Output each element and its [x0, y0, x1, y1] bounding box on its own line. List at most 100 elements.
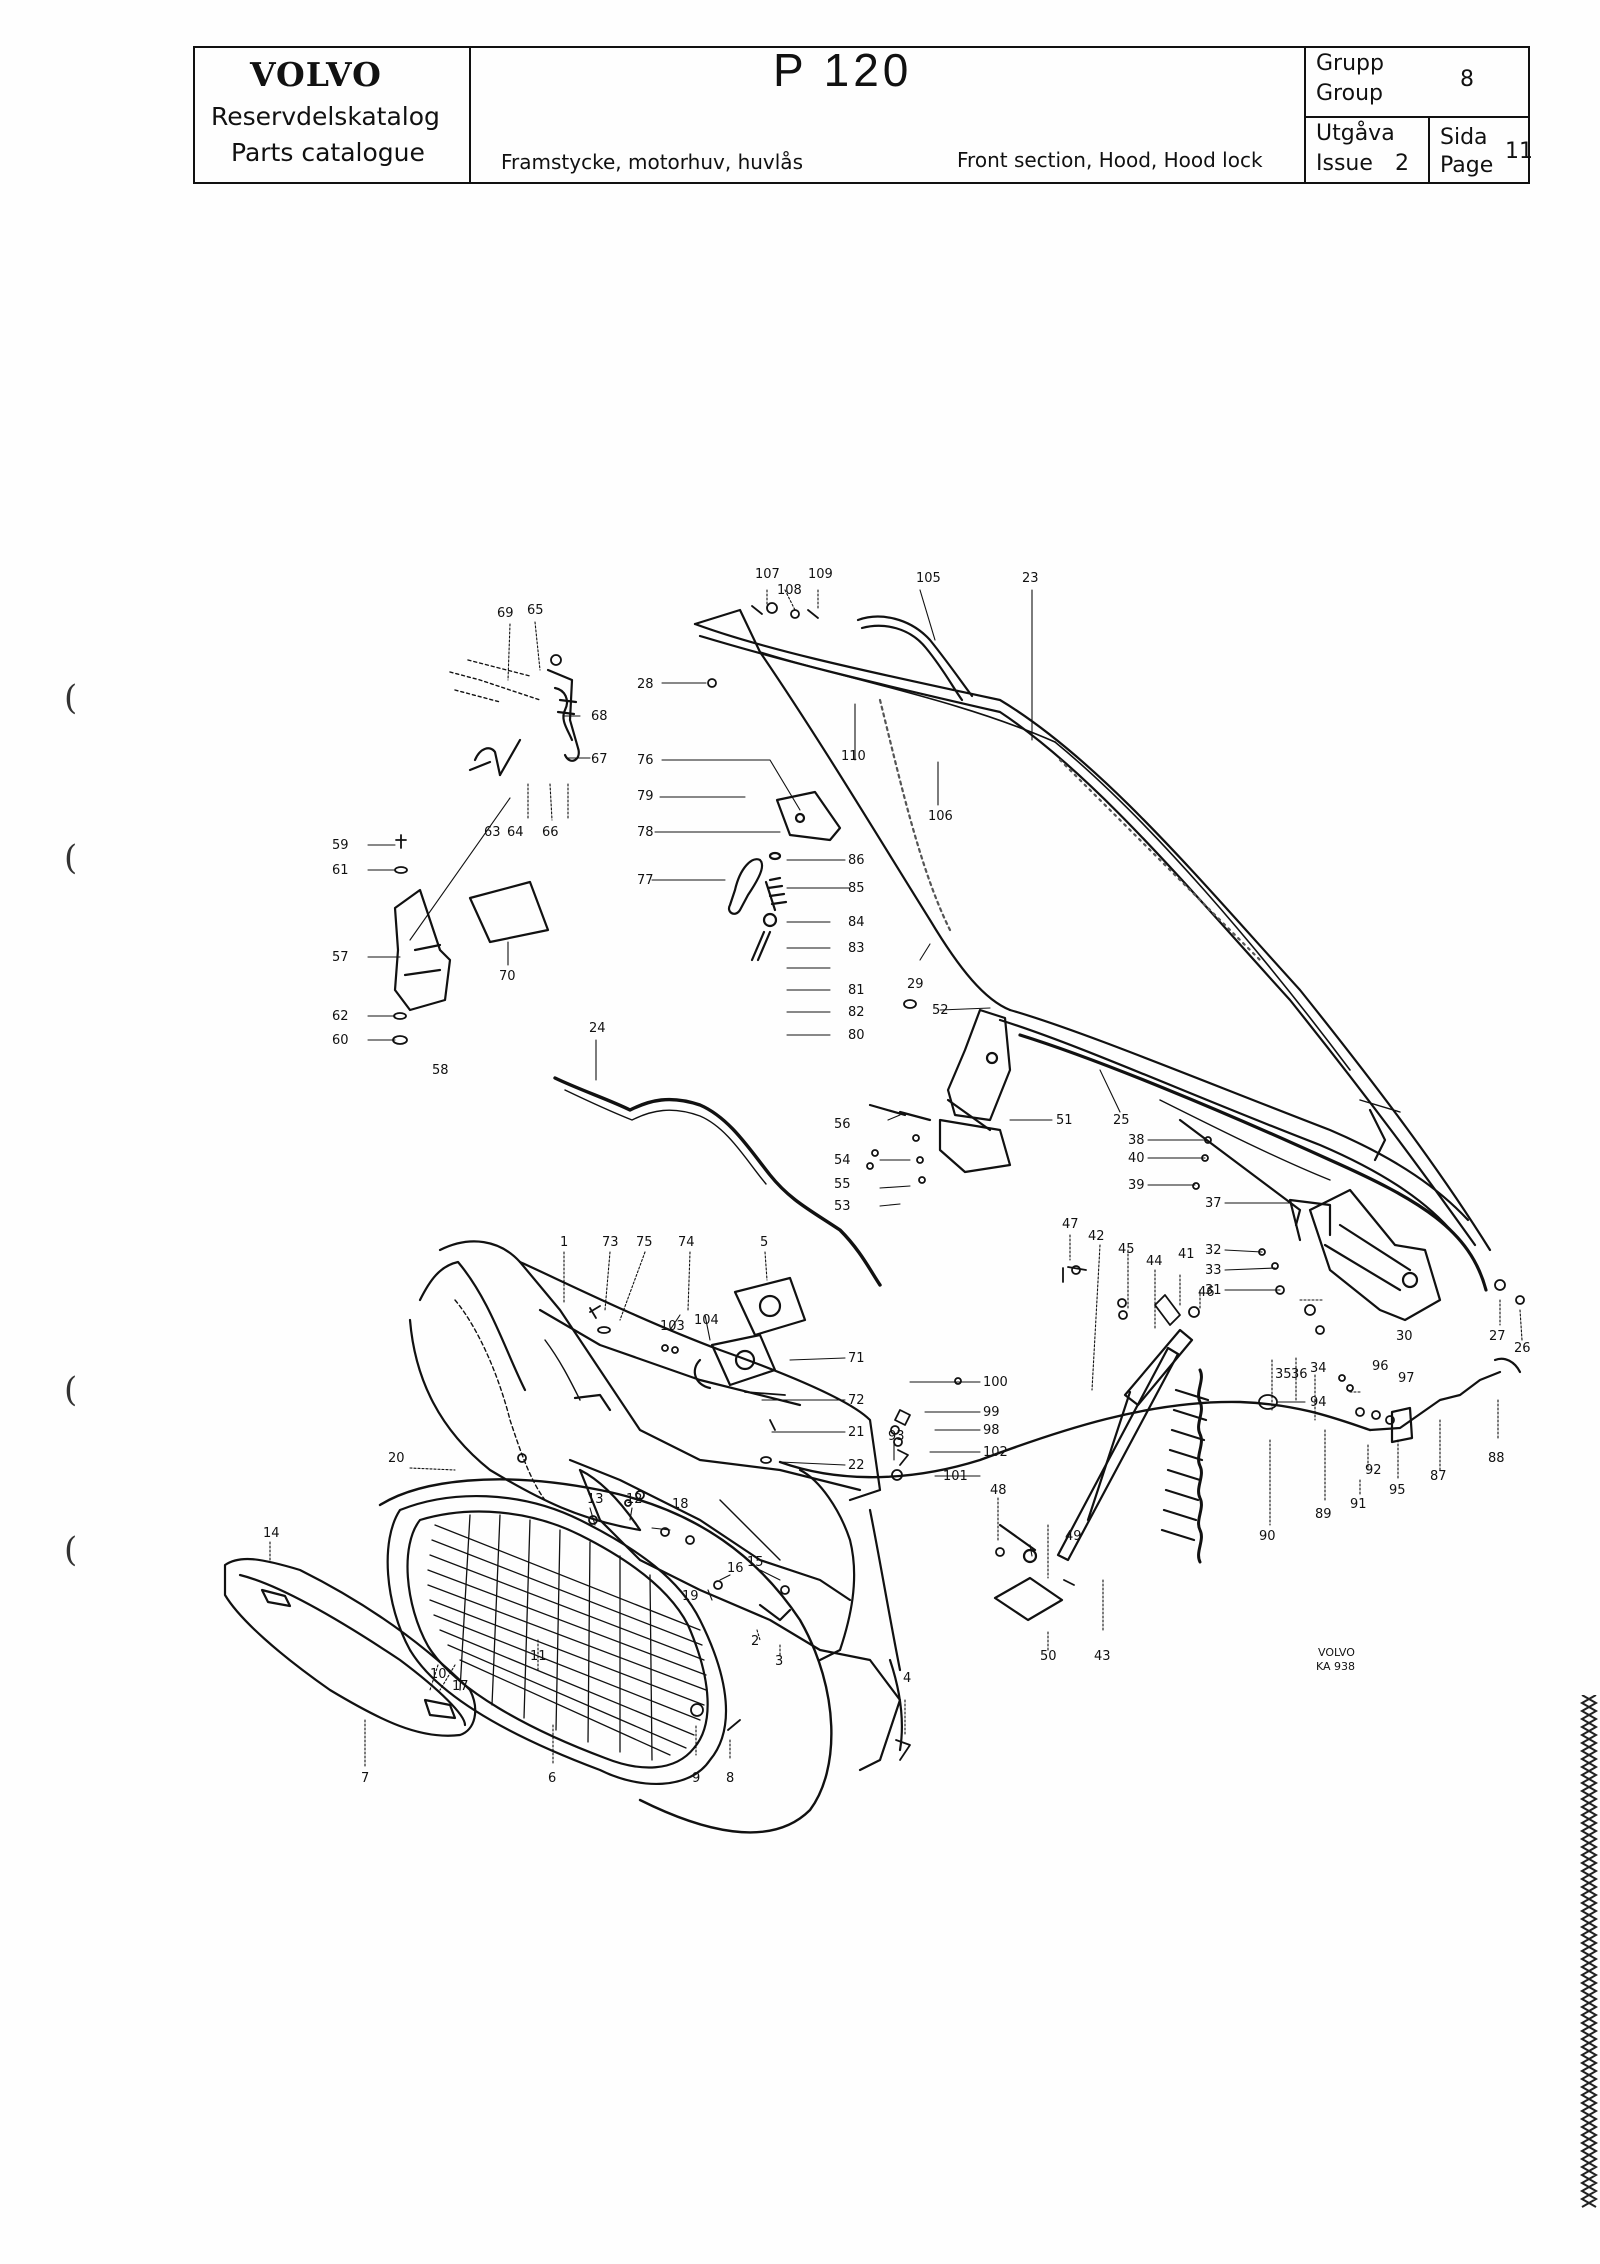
- callout-label: 96: [1372, 1359, 1389, 1374]
- issue-label-sv: Utgåva: [1316, 121, 1395, 146]
- callout-label: 11: [530, 1649, 547, 1664]
- callout-label: 13: [587, 1492, 604, 1507]
- callout-label: 24: [589, 1021, 606, 1036]
- callout-label: 45: [1118, 1242, 1135, 1257]
- header-divider: [469, 48, 471, 182]
- callout-label: 101: [943, 1469, 968, 1484]
- callout-label: 73: [602, 1235, 619, 1250]
- callout-label: 51: [1056, 1113, 1073, 1128]
- callout-label: 54: [834, 1153, 851, 1168]
- callout-label: 15: [747, 1555, 764, 1570]
- callout-label: 14: [263, 1526, 280, 1541]
- callout-label: 99: [983, 1405, 1000, 1420]
- callout-label: 91: [1350, 1497, 1367, 1512]
- callout-label: 22: [848, 1458, 865, 1473]
- binder-mark: (: [64, 1530, 78, 1570]
- callout-label: 44: [1146, 1254, 1163, 1269]
- callout-label: 20: [388, 1451, 405, 1466]
- cowl-seal-strip: [553, 1076, 882, 1287]
- callout-label: 32: [1205, 1243, 1222, 1258]
- callout-label: 26: [1514, 1341, 1531, 1356]
- callout-label: 93: [888, 1429, 905, 1444]
- hood-lock-assembly: [727, 790, 842, 962]
- page-label-sv: Sida: [1440, 125, 1488, 150]
- grille-lower-moulding: [223, 1557, 477, 1737]
- callout-label: 10: [430, 1667, 447, 1682]
- callout-label: 52: [932, 1003, 949, 1018]
- callout-label: 16: [727, 1561, 744, 1576]
- callout-label: 104: [694, 1313, 719, 1328]
- callout-label: 74: [678, 1235, 695, 1250]
- callout-label: 59: [332, 838, 349, 853]
- callout-label: 107: [755, 567, 780, 582]
- callout-label: 110: [841, 749, 866, 764]
- hood-prop-assembly: [993, 1328, 1210, 1622]
- callout-label: 65: [527, 603, 544, 618]
- callout-label: 47: [1062, 1217, 1079, 1232]
- callout-label: 108: [777, 583, 802, 598]
- callout-label: 49: [1065, 1529, 1082, 1544]
- callout-label: 100: [983, 1375, 1008, 1390]
- callout-label: 28: [637, 677, 654, 692]
- callout-label: 25: [1113, 1113, 1130, 1128]
- callout-label: 27: [1489, 1329, 1506, 1344]
- callout-label: 1: [560, 1235, 568, 1250]
- callout-label: 76: [637, 753, 654, 768]
- callout-label: 7: [361, 1771, 369, 1786]
- page-value: 11: [1505, 139, 1533, 164]
- callout-label: 40: [1128, 1151, 1145, 1166]
- callout-label: 46: [1198, 1285, 1215, 1300]
- callout-label: 30: [1396, 1329, 1413, 1344]
- callout-label: 89: [1315, 1507, 1332, 1522]
- callout-label: 94: [1310, 1395, 1327, 1410]
- callout-label: 64: [507, 825, 524, 840]
- stamp-brand: VOLVO: [1318, 1646, 1355, 1659]
- callout-label: 55: [834, 1177, 851, 1192]
- callout-label: 80: [848, 1028, 865, 1043]
- radiator-grille: [386, 1494, 728, 1785]
- catalog-title-en: Parts catalogue: [231, 138, 425, 167]
- callout-label: 9: [692, 1771, 700, 1786]
- callout-leaders: [269, 589, 1523, 1769]
- callout-label: 79: [637, 789, 654, 804]
- binder-mark: (: [64, 1370, 78, 1410]
- header-divider: [1428, 118, 1430, 182]
- catalog-title-sv: Reservdelskatalog: [211, 102, 440, 131]
- radiator-support-plate: [733, 1276, 807, 1337]
- callout-label: 77: [637, 873, 654, 888]
- callout-label: 75: [636, 1235, 653, 1250]
- callout-label: 71: [848, 1351, 865, 1366]
- callout-label: 50: [1040, 1649, 1057, 1664]
- callout-label: 67: [591, 752, 608, 767]
- callout-label: 2: [751, 1634, 759, 1649]
- callout-label: 98: [983, 1423, 1000, 1438]
- callout-label: 8: [726, 1771, 734, 1786]
- stamp-drawing-number: KA 938: [1316, 1660, 1355, 1673]
- callout-label: 78: [637, 825, 654, 840]
- group-value: 8: [1460, 67, 1474, 92]
- callout-label: 41: [1178, 1247, 1195, 1262]
- callout-label: 36: [1291, 1367, 1308, 1382]
- callout-label: 97: [1398, 1371, 1415, 1386]
- binder-mark: (: [64, 678, 78, 718]
- callout-label: 85: [848, 881, 865, 896]
- callout-label: 42: [1088, 1229, 1105, 1244]
- callout-label: 35: [1275, 1367, 1292, 1382]
- fasteners: [392, 602, 1525, 1761]
- callout-label: 31: [1205, 1283, 1222, 1298]
- hood-hinge-left: [868, 1008, 1012, 1174]
- callout-label: 83: [848, 941, 865, 956]
- callout-label: 87: [1430, 1469, 1447, 1484]
- callout-label: 19: [682, 1589, 699, 1604]
- hood-seal-strip: [856, 615, 974, 702]
- section-title-en: Front section, Hood, Hood lock: [957, 148, 1263, 172]
- hood-release-cable: [778, 1400, 1372, 1479]
- callout-label: 105: [916, 571, 941, 586]
- callout-label: 61: [332, 863, 349, 878]
- callout-label: 48: [990, 1483, 1007, 1498]
- callout-label: 58: [432, 1063, 449, 1078]
- callout-label: 92: [1365, 1463, 1382, 1478]
- callout-label: 57: [332, 950, 349, 965]
- volvo-logo: VOLVO: [250, 55, 382, 94]
- callout-label: 63: [484, 825, 501, 840]
